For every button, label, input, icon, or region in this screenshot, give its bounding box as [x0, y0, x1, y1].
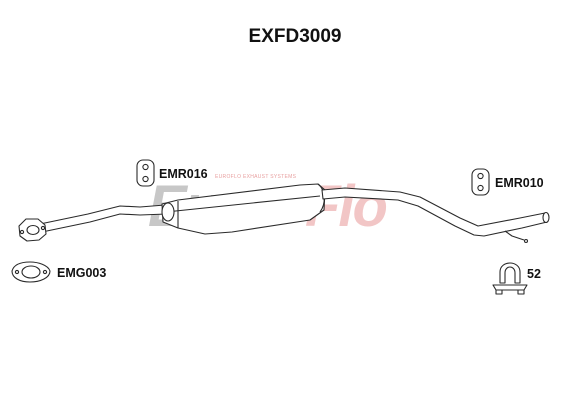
- tail-pipe-end: [542, 211, 550, 224]
- rubber-mount-right-hole: [477, 172, 484, 180]
- rubber-mount-icon: [471, 168, 490, 196]
- flange-bolt-hole: [40, 225, 46, 231]
- u-clamp-saddle: [492, 284, 528, 291]
- watermark-tagline: EUROFLO EXHAUST SYSTEMS: [215, 174, 297, 180]
- silencer-inlet-cap: [161, 202, 175, 222]
- inlet-flange-hole: [26, 224, 40, 236]
- rubber-mount-right-body: [471, 168, 490, 196]
- gasket-center-hole: [21, 265, 41, 279]
- silencer-seam: [165, 195, 321, 213]
- rubber-mount-right-hole: [477, 184, 484, 192]
- rubber-mount-left-body: [136, 159, 155, 187]
- rubber-mount-left-hole: [142, 163, 149, 171]
- rubber-mount-icon: [136, 159, 155, 187]
- rubber-mount-left-label: EMR016: [159, 167, 208, 181]
- silencer-body: [161, 183, 326, 235]
- clamp-label: 52: [527, 267, 541, 281]
- u-clamp-icon: [492, 262, 528, 295]
- hanger-bracket-end: [523, 238, 529, 244]
- rubber-mount-left-hole: [142, 175, 149, 183]
- exhaust-pipe-icon: [18, 183, 550, 244]
- part-number-title: EXFD3009: [249, 26, 342, 47]
- u-clamp-bolt: [499, 262, 521, 284]
- rubber-mount-right-label: EMR010: [495, 176, 544, 190]
- gasket-bolt-hole: [42, 269, 48, 275]
- u-clamp-nut: [517, 289, 525, 295]
- gasket-label: EMG003: [57, 266, 106, 280]
- outlet-hanger-bracket: [504, 230, 525, 241]
- gasket-bolt-hole: [14, 269, 20, 275]
- u-clamp-nut: [495, 289, 503, 295]
- outlet-pipe: [321, 187, 548, 237]
- gasket-icon: [11, 261, 51, 283]
- flange-bolt-hole: [19, 229, 25, 235]
